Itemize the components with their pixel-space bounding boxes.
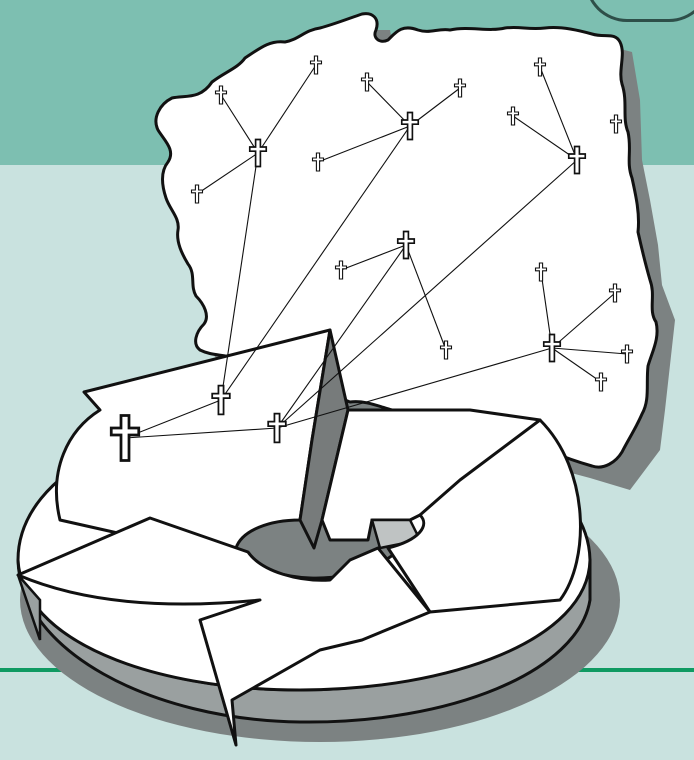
illustration — [0, 0, 694, 760]
